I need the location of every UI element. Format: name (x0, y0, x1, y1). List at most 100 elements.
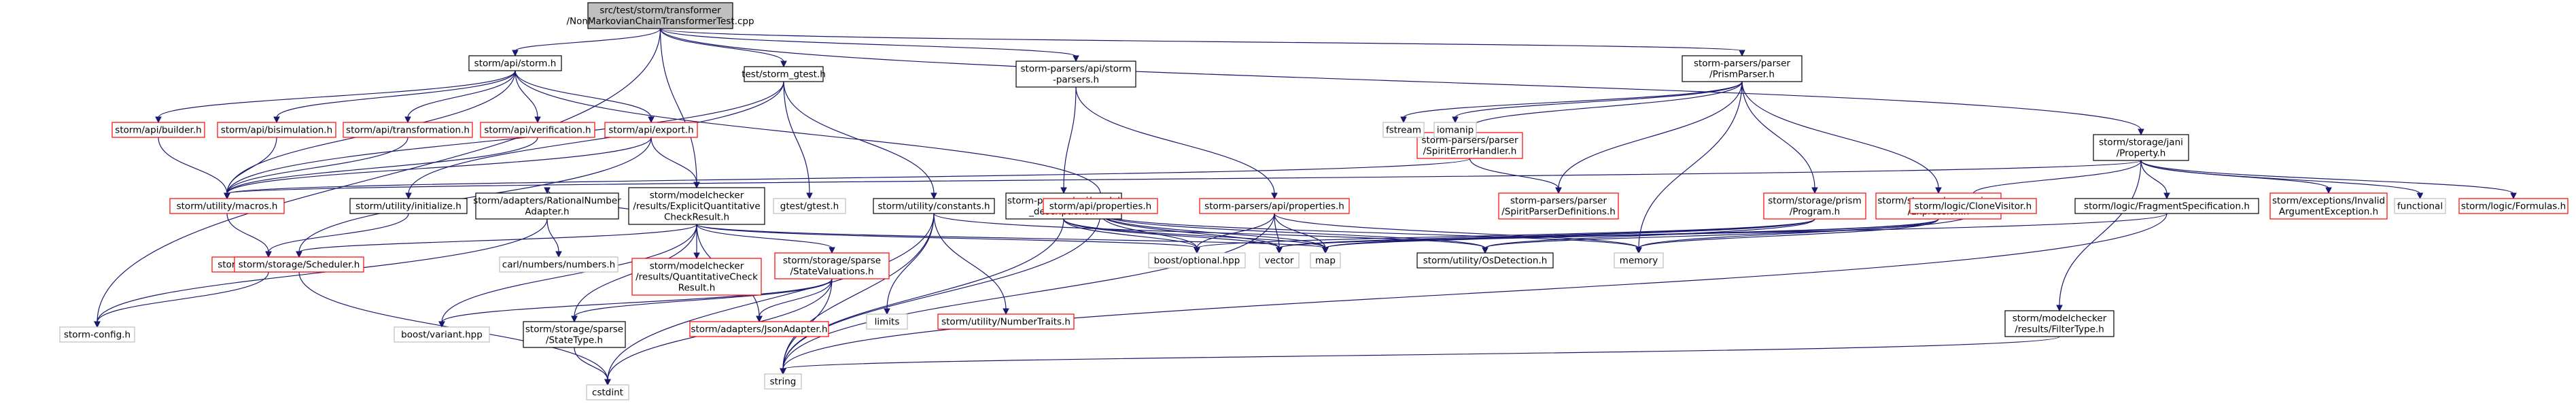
node-os_detection[interactable]: storm/utility/OsDetection.h (1416, 252, 1554, 269)
edge-rational_adapter-to-carl_numbers (546, 218, 562, 258)
node-api_verif[interactable]: storm/api/verification.h (480, 122, 595, 138)
node-macros[interactable]: storm/utility/macros.h (169, 198, 285, 214)
node-label-line: storm/logic/CloneVisitor.h (1915, 201, 2032, 212)
edge-line (226, 81, 784, 194)
edge-storm_gtest-to-initialize (405, 81, 784, 200)
edge-line (659, 28, 1743, 52)
edge-arrowhead (512, 50, 519, 57)
edge-line (1484, 218, 1939, 249)
node-state_type[interactable]: storm/storage/sparse/StateType.h (523, 321, 626, 348)
node-spirit_defs[interactable]: storm-parsers/parser/SpiritParserDefinit… (1498, 192, 1619, 220)
edge-jani_property-to-functional (2140, 160, 2424, 200)
node-label-line: /StateValuations.h (790, 267, 873, 277)
node-box (59, 326, 135, 343)
edge-line (97, 28, 661, 323)
edge-arrowhead (780, 368, 786, 375)
node-parsers_api_storm[interactable]: storm-parsers/api/storm-parsers.h (1015, 61, 1136, 88)
node-label-line: storm/storage/Scheduler.h (239, 260, 360, 271)
edge-arrowhead (1635, 247, 1642, 254)
node-initialize[interactable]: storm/utility/initialize.h (349, 198, 468, 214)
node-filter_type[interactable]: storm/modelchecker/results/FilterType.h (2004, 310, 2114, 337)
node-parsers_api_props[interactable]: storm-parsers/api/properties.h (1199, 198, 1350, 214)
node-number_traits[interactable]: storm/utility/NumberTraits.h (937, 313, 1075, 330)
edge-line (158, 137, 228, 194)
edge-root-to-jani_property (659, 28, 2144, 136)
edge-line (1469, 81, 1743, 129)
edge-line (1972, 160, 2142, 194)
node-box (349, 198, 468, 214)
node-prism_parser[interactable]: storm-parsers/parser/PrismParser.h (1682, 55, 1803, 82)
node-fragment_spec[interactable]: storm/logic/FragmentSpecification.h (2074, 198, 2259, 214)
edge-api_storm-to-api_transform (404, 70, 516, 124)
node-api_storm[interactable]: storm/api/storm.h (468, 55, 562, 71)
edge-prism_parser-to-spirit_err (1466, 81, 1743, 134)
edge-line (659, 28, 2142, 131)
edge-arrowhead (756, 315, 763, 323)
node-label-line: -parsers.h (1053, 75, 1099, 86)
edge-line (2059, 160, 2142, 307)
node-map: map (1310, 252, 1341, 269)
node-functional: functional (2394, 198, 2446, 214)
dependency-edges (94, 28, 2517, 386)
node-label-line: /NonMarkovianChainTransformerTest.cpp (566, 16, 754, 27)
node-scheduler[interactable]: storm/storage/Scheduler.h (234, 256, 364, 273)
edge-root-to-prism_parser (659, 28, 1745, 57)
edge-explicit_result-to-scheduler (296, 224, 697, 258)
edge-line (759, 278, 833, 318)
node-box (604, 122, 698, 138)
node-invalid_arg[interactable]: storm/exceptions/InvalidArgumentExceptio… (2269, 192, 2388, 220)
node-box (2394, 198, 2446, 214)
node-box (689, 321, 829, 337)
node-formulas[interactable]: storm/logic/Formulas.h (2458, 198, 2569, 214)
node-clone_visitor[interactable]: storm/logic/CloneVisitor.h (1909, 198, 2037, 214)
edge-constants-to-os_detection (933, 213, 1489, 254)
node-string: string (764, 373, 802, 390)
node-prism_program[interactable]: storm/storage/prism/Program.h (1763, 192, 1866, 220)
edge-line (226, 213, 269, 253)
node-label-line: /Program.h (1790, 207, 1840, 218)
node-constants[interactable]: storm/utility/constants.h (873, 198, 995, 214)
node-storm_gtest[interactable]: test/storm_gtest.h (742, 66, 826, 82)
node-box (1148, 252, 1246, 269)
edge-line (1469, 158, 1559, 189)
edge-line (1196, 218, 1815, 249)
node-api_export[interactable]: storm/api/export.h (604, 122, 698, 138)
node-state_valuations[interactable]: storm/storage/sparse/StateValuations.h (774, 252, 890, 279)
edge-jani_property-to-macros (224, 160, 2142, 200)
node-box (764, 373, 802, 390)
edge-line (1100, 213, 1198, 249)
edge-root-to-parsers_api_storm (659, 28, 1079, 63)
edge-arrowhead (2510, 192, 2517, 200)
node-jani_property[interactable]: storm/storage/jani/Property.h (2093, 134, 2189, 161)
node-root[interactable]: src/test/storm/transformer/NonMarkovianC… (566, 2, 754, 29)
edge-arrowhead (780, 61, 787, 68)
edge-arrowhead (1739, 50, 1745, 57)
node-api_props[interactable]: storm/api/properties.h (1043, 198, 1158, 214)
node-json_adapter[interactable]: storm/adapters/JsonAdapter.h (689, 321, 829, 337)
edge-line (226, 160, 2142, 194)
node-api_bisim[interactable]: storm/api/bisimulation.h (217, 122, 336, 138)
edge-prism_parser-to-iomanip (1452, 81, 1743, 124)
edge-arrowhead (1935, 187, 1942, 194)
node-box (1498, 192, 1619, 220)
node-box (1043, 198, 1158, 214)
edge-line (268, 213, 409, 253)
node-label-line: /SpiritParserDefinitions.h (1501, 207, 1616, 218)
edge-line (650, 137, 697, 184)
node-label-line: Result.h (678, 283, 716, 294)
node-api_transform[interactable]: storm/api/transformation.h (343, 122, 473, 138)
node-box (937, 313, 1075, 330)
node-quant_check[interactable]: storm/modelchecker/results/QuantitativeC… (631, 258, 762, 296)
edge-arrowhead (1322, 247, 1329, 254)
node-box (1015, 61, 1136, 88)
node-api_builder[interactable]: storm/api/builder.h (111, 122, 205, 138)
node-label-line: storm/api/storm.h (474, 58, 557, 69)
node-explicit_result[interactable]: storm/modelchecker/results/ExplicitQuant… (628, 187, 765, 225)
edge-line (933, 213, 1007, 310)
edge-arrowhead (2325, 187, 2332, 194)
node-label-line: storm/utility/initialize.h (355, 201, 462, 212)
edge-arrowhead (2163, 192, 2170, 200)
node-limits: limits (866, 313, 908, 330)
edge-arrowhead (155, 116, 162, 124)
